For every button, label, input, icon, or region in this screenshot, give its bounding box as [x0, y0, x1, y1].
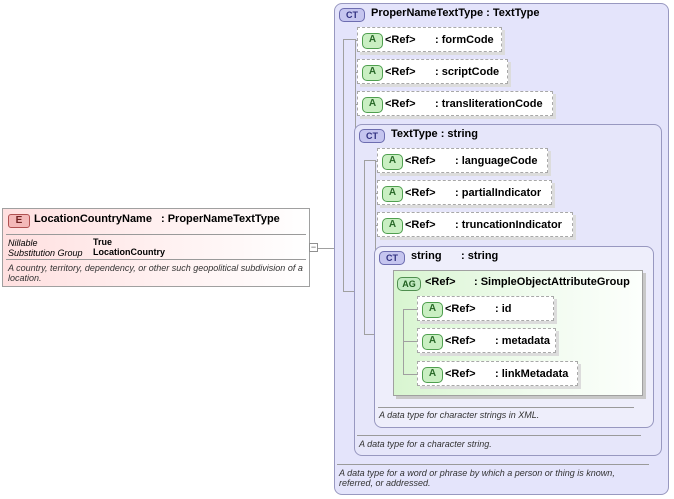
ct2-divider	[357, 435, 641, 436]
attribute-formcode[interactable]: A <Ref> : formCode	[357, 27, 502, 52]
attribute-ref: <Ref>	[445, 335, 476, 347]
ct3-divider	[378, 407, 634, 408]
connector-element-ct	[318, 248, 334, 249]
ag-branch-0	[403, 309, 417, 310]
attribute-group-name: : SimpleObjectAttributeGroup	[474, 276, 630, 288]
ct1-description: A data type for a word or phrase by whic…	[339, 468, 615, 488]
attribute-ref: <Ref>	[385, 66, 416, 78]
ct1-tree-bottom	[343, 291, 359, 292]
element-badge: E	[8, 214, 30, 228]
attribute-ref: <Ref>	[445, 303, 476, 315]
element-description: A country, territory, dependency, or oth…	[8, 263, 303, 283]
attribute-badge: A	[422, 302, 443, 318]
attribute-ref: <Ref>	[405, 187, 436, 199]
attribute-id[interactable]: A <Ref> : id	[417, 296, 554, 321]
attribute-transliterationcode[interactable]: A <Ref> : transliterationCode	[357, 91, 553, 116]
prop-value-nillable: True	[93, 237, 113, 247]
attribute-name: : transliterationCode	[435, 98, 543, 110]
attribute-ref: <Ref>	[405, 155, 436, 167]
ct1-branch-top	[343, 39, 356, 40]
ct-title-propername: ProperNameTextType : TextType	[371, 7, 540, 19]
ct2-description: A data type for a character string.	[359, 439, 492, 449]
prop-label-nillable: Nillable	[8, 238, 38, 248]
attribute-ref: <Ref>	[405, 219, 436, 231]
ct1-child-vertical	[355, 39, 356, 137]
attribute-group-badge: AG	[397, 277, 421, 291]
collapse-toggle[interactable]: −	[309, 242, 318, 252]
ct-badge-string: CT	[379, 251, 405, 265]
attribute-ref: <Ref>	[385, 34, 416, 46]
attribute-name: : partialIndicator	[455, 187, 542, 199]
ag-tree-vertical	[403, 309, 404, 375]
ct-title-string: string	[411, 250, 442, 262]
attribute-truncationindicator[interactable]: A <Ref> : truncationIndicator	[377, 212, 573, 237]
ct-title-string-type: : string	[461, 250, 499, 262]
prop-value-substitution-group: LocationCountry	[93, 247, 165, 257]
prop-label-substitution-group: Substitution Group	[8, 248, 83, 258]
ct-badge-propername: CT	[339, 8, 365, 22]
ag-branch-2	[403, 374, 417, 375]
element-divider	[6, 234, 306, 235]
attribute-ref: <Ref>	[385, 98, 416, 110]
element-type: : ProperNameTextType	[161, 213, 280, 225]
attribute-partialindicator[interactable]: A <Ref> : partialIndicator	[377, 180, 552, 205]
attribute-name: : scriptCode	[435, 66, 500, 78]
element-divider-2	[6, 259, 306, 260]
ag-branch-1	[403, 341, 417, 342]
attribute-badge: A	[422, 334, 443, 350]
element-name: LocationCountryName	[34, 213, 152, 225]
ct2-tree-bottom	[364, 334, 376, 335]
attribute-badge: A	[382, 154, 403, 170]
attribute-scriptcode[interactable]: A <Ref> : scriptCode	[357, 59, 508, 84]
attribute-name: : formCode	[435, 34, 494, 46]
attribute-name: : languageCode	[455, 155, 538, 167]
attribute-name: : id	[495, 303, 512, 315]
attribute-name: : truncationIndicator	[455, 219, 562, 231]
attribute-badge: A	[362, 97, 383, 113]
attribute-name: : linkMetadata	[495, 368, 569, 380]
ct3-description: A data type for character strings in XML…	[379, 410, 540, 420]
ct2-child-vertical	[375, 160, 376, 258]
attribute-badge: A	[422, 367, 443, 383]
element-box[interactable]: E LocationCountryName : ProperNameTextTy…	[2, 208, 310, 287]
attribute-badge: A	[382, 218, 403, 234]
attribute-ref: <Ref>	[445, 368, 476, 380]
attribute-group-ref: <Ref>	[425, 276, 456, 288]
attribute-linkmetadata[interactable]: A <Ref> : linkMetadata	[417, 361, 578, 386]
attribute-languagecode[interactable]: A <Ref> : languageCode	[377, 148, 548, 173]
attribute-name: : metadata	[495, 335, 551, 347]
ct-title-texttype: TextType : string	[391, 128, 478, 140]
ct2-branch-top	[364, 160, 376, 161]
attribute-badge: A	[382, 186, 403, 202]
attribute-badge: A	[362, 65, 383, 81]
attribute-badge: A	[362, 33, 383, 49]
ct-badge-texttype: CT	[359, 129, 385, 143]
ct2-tree-vertical	[364, 160, 365, 335]
ct1-tree-vertical	[343, 39, 344, 292]
ct1-divider	[337, 464, 649, 465]
attribute-metadata[interactable]: A <Ref> : metadata	[417, 328, 556, 353]
